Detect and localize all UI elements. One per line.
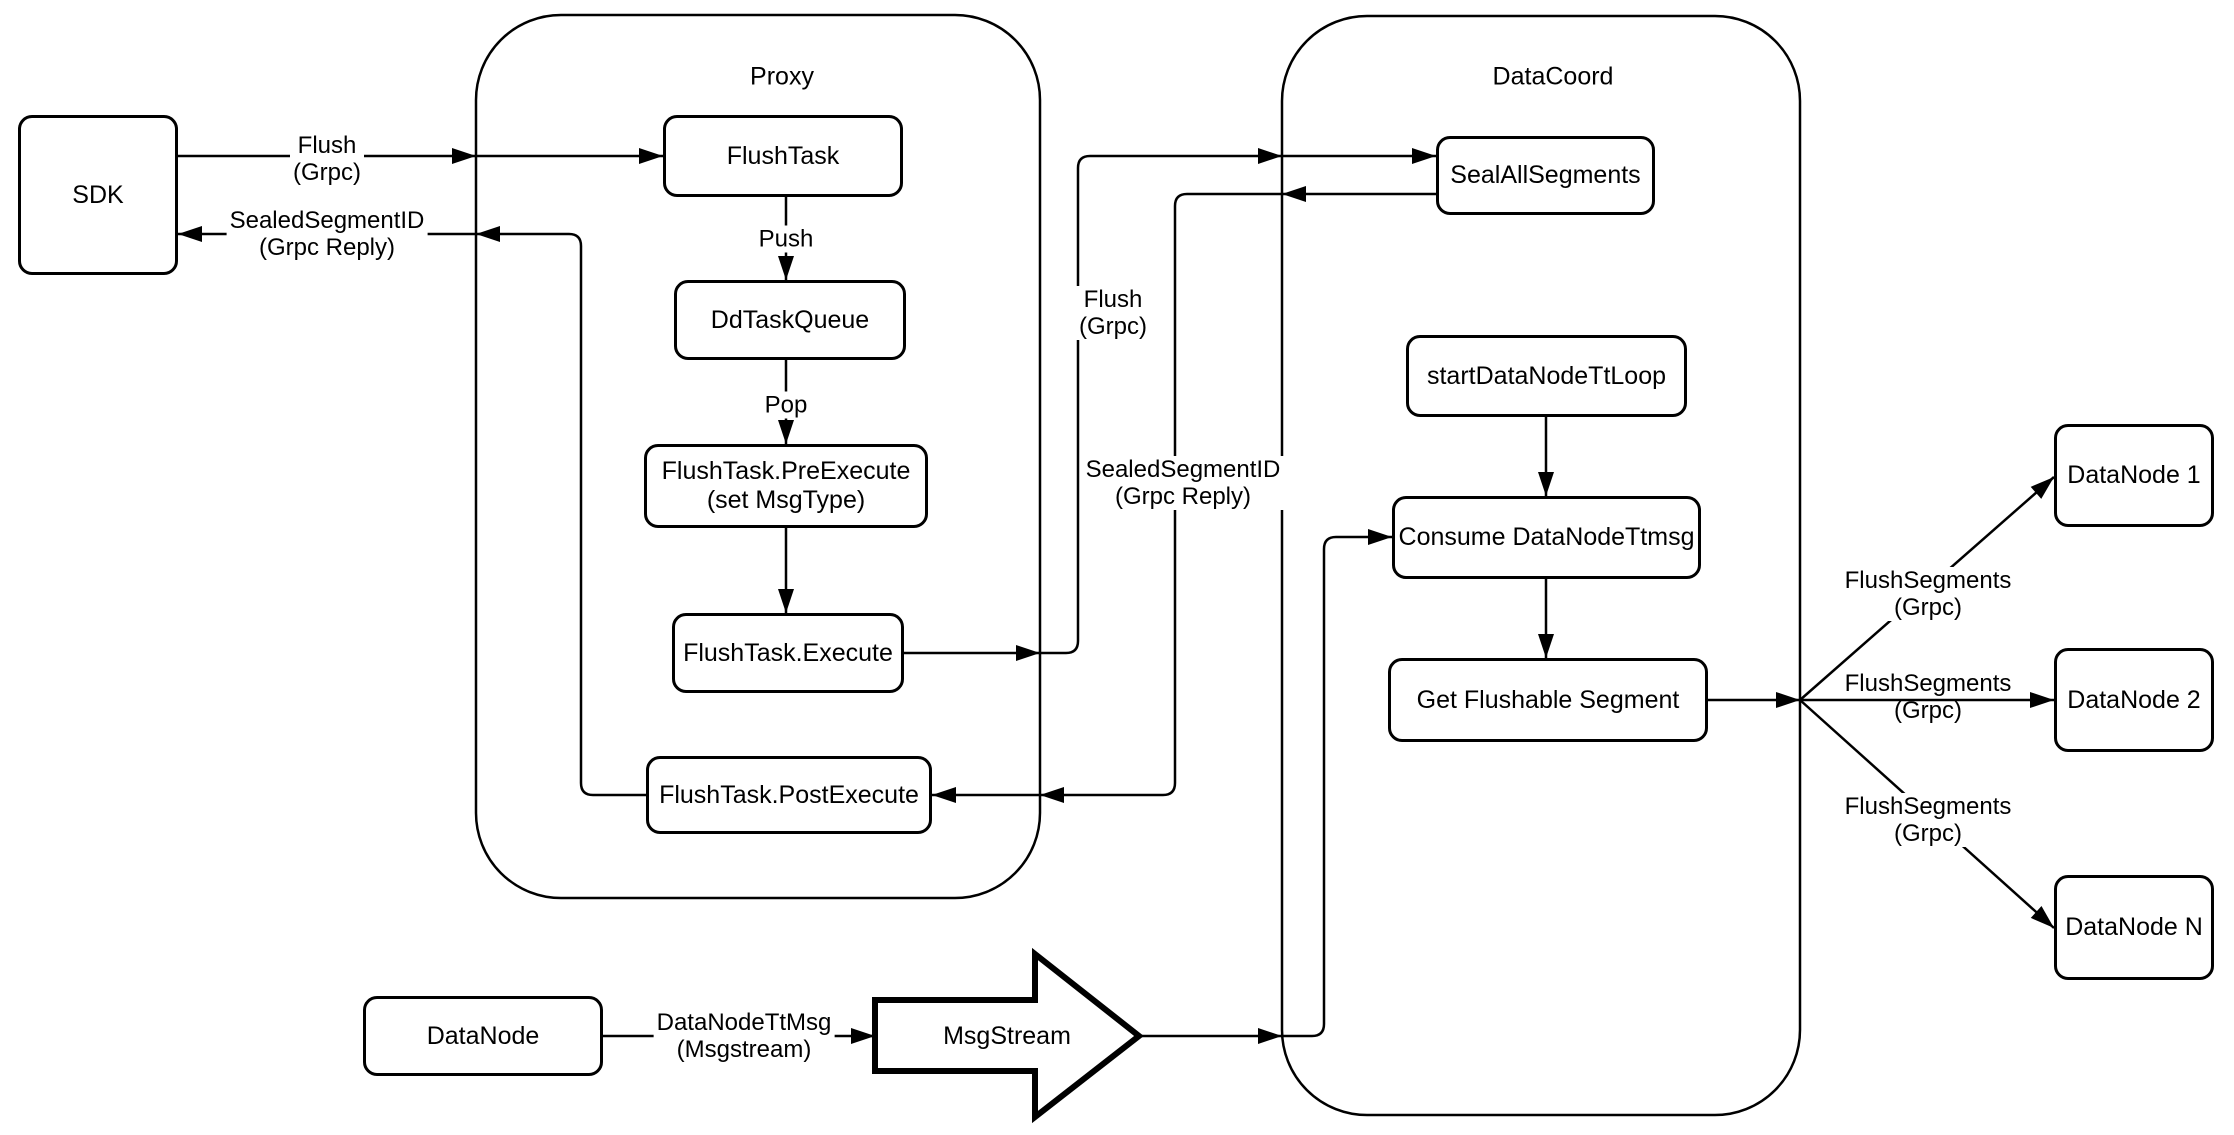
edge-label-flushsegments-2: FlushSegments (Grpc) bbox=[1844, 670, 2012, 724]
edge-label-datanodettmsg: DataNodeTtMsg (Msgstream) bbox=[653, 1009, 835, 1063]
edge-label-flushsegments-3: FlushSegments (Grpc) bbox=[1841, 793, 2015, 847]
node-datanode: DataNode bbox=[363, 996, 603, 1076]
node-getflushablesegment-label: Get Flushable Segment bbox=[1416, 685, 1680, 714]
msgstream-block-arrow bbox=[872, 947, 1144, 1124]
node-datanoden-label: DataNode N bbox=[2065, 913, 2203, 941]
node-ddtaskqueue-label: DdTaskQueue bbox=[710, 305, 870, 334]
node-preexecute-label: FlushTask.PreExecute bbox=[661, 457, 911, 485]
node-datanode2-label: DataNode 2 bbox=[2067, 685, 2201, 714]
edge-label-flush-mid: Flush (Grpc) bbox=[1076, 286, 1150, 340]
node-postexecute-label: FlushTask.PostExecute bbox=[659, 780, 919, 809]
edge-label-pop: Pop bbox=[761, 391, 811, 419]
node-postexecute: FlushTask.PostExecute bbox=[646, 756, 932, 834]
node-execute: FlushTask.Execute bbox=[672, 613, 904, 693]
edge-label-push: Push bbox=[755, 225, 817, 253]
node-consumedatanodettmsg: Consume DataNodeTtmsg bbox=[1392, 496, 1701, 579]
arrowheads bbox=[178, 148, 2054, 1044]
node-datanoden: DataNode N bbox=[2054, 875, 2214, 980]
msgstream-label: MsgStream bbox=[943, 1021, 1071, 1050]
node-startdatanodettloop: startDataNodeTtLoop bbox=[1406, 335, 1687, 417]
node-sdk-label: SDK bbox=[72, 180, 124, 209]
node-preexecute-sublabel: (set MsgType) bbox=[706, 486, 866, 514]
node-datanode2: DataNode 2 bbox=[2054, 648, 2214, 752]
node-preexecute: FlushTask.PreExecute (set MsgType) bbox=[644, 444, 928, 528]
edge-label-flush-sdk: Flush (Grpc) bbox=[290, 132, 364, 186]
node-consumedatanodettmsg-label: Consume DataNodeTtmsg bbox=[1398, 523, 1695, 551]
node-execute-label: FlushTask.Execute bbox=[683, 638, 893, 667]
edge-postexecute-to-sdk bbox=[178, 232, 646, 797]
node-datanode1: DataNode 1 bbox=[2054, 424, 2214, 527]
node-datanode1-label: DataNode 1 bbox=[2067, 461, 2201, 489]
datacoord-title: DataCoord bbox=[1492, 62, 1614, 91]
proxy-title: Proxy bbox=[750, 62, 814, 91]
edge-label-sealedsegmentid-mid: SealedSegmentID (Grpc Reply) bbox=[1082, 456, 1284, 510]
node-flushtask-label: FlushTask bbox=[726, 141, 840, 170]
node-sdk: SDK bbox=[18, 115, 178, 275]
node-sealallsegments-label: SealAllSegments bbox=[1450, 161, 1641, 189]
node-sealallsegments: SealAllSegments bbox=[1436, 136, 1655, 215]
edge-label-flushsegments-1: FlushSegments (Grpc) bbox=[1841, 567, 2015, 621]
edge-msgstream-to-consume bbox=[1139, 535, 1392, 1038]
node-getflushablesegment: Get Flushable Segment bbox=[1388, 658, 1708, 742]
node-startdatanodettloop-label: startDataNodeTtLoop bbox=[1426, 361, 1667, 390]
edge-execute-to-sealallsegments bbox=[904, 154, 1436, 655]
node-datanode-label: DataNode bbox=[426, 1021, 540, 1050]
edge-label-sealedsegmentid-sdk: SealedSegmentID (Grpc Reply) bbox=[226, 207, 428, 261]
node-flushtask: FlushTask bbox=[663, 115, 903, 197]
node-ddtaskqueue: DdTaskQueue bbox=[674, 280, 906, 360]
